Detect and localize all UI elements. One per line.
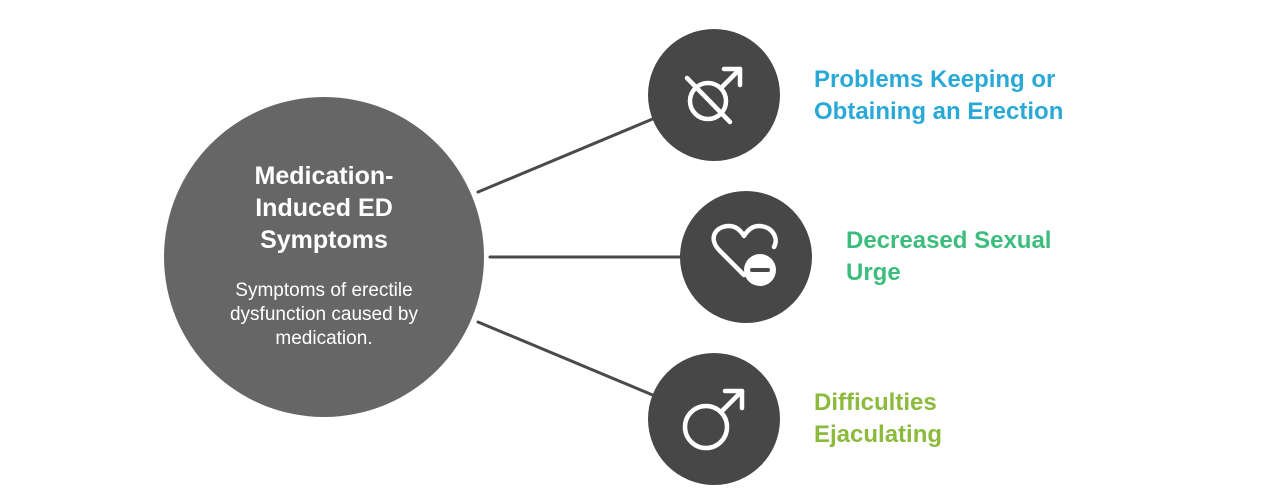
node-label-line: Urge xyxy=(846,259,901,286)
node-label-line: Obtaining an Erection xyxy=(814,98,1064,125)
node-circle-urge xyxy=(680,191,812,323)
connector-line-1 xyxy=(476,116,657,194)
center-circle xyxy=(164,97,484,417)
node-circle-erection xyxy=(648,29,780,161)
center-title-line: Symptoms xyxy=(260,226,388,254)
node-label-erection: Problems Keeping or Obtaining an Erectio… xyxy=(814,64,1063,128)
node-label-line: Decreased Sexual xyxy=(846,227,1052,254)
node-label-line: Difficulties xyxy=(814,389,937,416)
heart-minus-icon xyxy=(711,223,778,286)
node-label-urge: Decreased Sexual Urge xyxy=(846,225,1051,289)
connector-line-3 xyxy=(476,320,657,398)
center-description-line: dysfunction caused by xyxy=(229,304,418,325)
center-title-line: Medication- xyxy=(254,162,394,190)
node-label-line: Ejaculating xyxy=(814,421,943,448)
center-description-line: Symptoms of erectile xyxy=(235,280,413,301)
center-title: Medication- Induced ED Symptoms xyxy=(214,160,434,256)
center-description: Symptoms of erectile dysfunction caused … xyxy=(214,279,434,351)
node-label-ejaculating: Difficulties Ejaculating xyxy=(814,387,942,451)
center-title-line: Induced ED xyxy=(255,194,393,222)
male-symbol-icon xyxy=(682,388,745,451)
no-erection-icon xyxy=(684,66,743,125)
center-description-line: medication. xyxy=(275,328,373,349)
node-label-line: Problems Keeping or xyxy=(814,66,1056,93)
node-circle-ejaculating xyxy=(648,353,780,485)
